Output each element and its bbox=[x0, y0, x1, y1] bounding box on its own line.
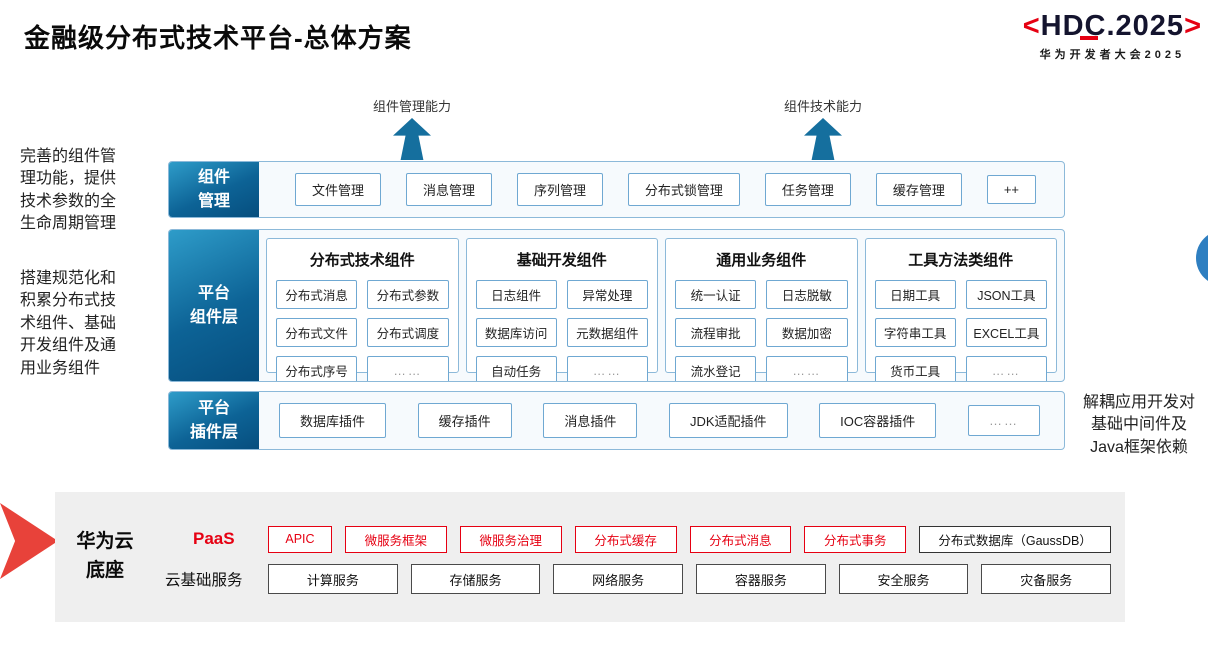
group-basic-dev: 基础开发组件 日志组件 异常处理 数据库访问 元数据组件 自动任务 …… bbox=[465, 238, 658, 381]
layer-component-management: 组件 管理 文件管理 消息管理 序列管理 分布式锁管理 任务管理 缓存管理 ++ bbox=[168, 161, 1065, 218]
plugin-box: 缓存插件 bbox=[417, 403, 512, 438]
layer-content-platform-plugins: 数据库插件 缓存插件 消息插件 JDK适配插件 IOC容器插件 …… bbox=[259, 392, 1064, 449]
group-grid: 统一认证 日志脱敏 流程审批 数据加密 流水登记 …… bbox=[675, 280, 848, 381]
component-box: 任务管理 bbox=[764, 173, 851, 206]
component-cell: 自动任务 bbox=[475, 356, 557, 381]
plugin-box: JDK适配插件 bbox=[668, 403, 788, 438]
logo-text: HDC.2025 bbox=[1040, 10, 1185, 42]
component-cell: 元数据组件 bbox=[566, 318, 648, 347]
component-box: 序列管理 bbox=[516, 173, 603, 206]
component-cell: 日志组件 bbox=[475, 280, 557, 309]
up-arrow-icon bbox=[804, 118, 842, 160]
capability-arrow-management: 组件管理能力 bbox=[338, 96, 486, 160]
component-cell: 分布式调度 bbox=[367, 318, 449, 347]
iaas-box: 存储服务 bbox=[410, 564, 541, 594]
group-distributed-tech: 分布式技术组件 分布式消息 分布式参数 分布式文件 分布式调度 分布式序号 …… bbox=[266, 238, 459, 381]
component-cell: 货币工具 bbox=[874, 356, 956, 381]
component-cell: 流程审批 bbox=[675, 318, 757, 347]
arrow-label-technology: 组件技术能力 bbox=[783, 99, 862, 114]
group-title: 基础开发组件 bbox=[516, 252, 607, 269]
component-cell: JSON工具 bbox=[965, 280, 1047, 309]
paas-box: 微服务框架 bbox=[344, 525, 447, 553]
hdc-logo-title: <HDC.2025> bbox=[1023, 10, 1202, 43]
component-box: 分布式锁管理 bbox=[627, 173, 740, 206]
iaas-box: 灾备服务 bbox=[981, 564, 1112, 594]
group-grid: 分布式消息 分布式参数 分布式文件 分布式调度 分布式序号 …… bbox=[276, 280, 449, 381]
component-cell: 分布式文件 bbox=[276, 318, 358, 347]
paas-box: APIC bbox=[268, 525, 332, 553]
plugin-box: 数据库插件 bbox=[279, 403, 387, 438]
iaas-box: 容器服务 bbox=[696, 564, 826, 594]
plugin-box-more: …… bbox=[967, 405, 1040, 436]
up-arrow-icon bbox=[393, 118, 431, 160]
layer-platform-components: 平台 组件层 分布式技术组件 分布式消息 分布式参数 分布式文件 分布式调度 分… bbox=[168, 229, 1065, 382]
paas-box-gaussdb: 分布式数据库（GaussDB） bbox=[919, 525, 1111, 553]
component-cell: 统一认证 bbox=[675, 280, 757, 309]
annotation-platform-components: 搭建规范化和 积累分布式技 术组件、基础 开发组件及通 用业务组件 bbox=[20, 270, 117, 377]
group-grid: 日期工具 JSON工具 字符串工具 EXCEL工具 货币工具 …… bbox=[874, 280, 1047, 381]
page-title: 金融级分布式技术平台-总体方案 bbox=[24, 23, 412, 53]
layer-platform-plugins: 平台 插件层 数据库插件 缓存插件 消息插件 JDK适配插件 IOC容器插件 …… bbox=[168, 391, 1065, 450]
component-cell: 数据库访问 bbox=[475, 318, 557, 347]
paas-box: 微服务治理 bbox=[459, 525, 562, 553]
annotation-platform-plugins: 解耦应用开发对 基础中间件及 Java框架依赖 bbox=[1082, 394, 1195, 456]
component-cell: 分布式参数 bbox=[367, 280, 449, 309]
component-box: 缓存管理 bbox=[875, 173, 962, 206]
cloud-base-label: 华为云 底座 bbox=[76, 531, 134, 582]
blue-dot-decoration bbox=[1196, 230, 1208, 286]
component-cell: 异常处理 bbox=[566, 280, 648, 309]
component-cell-more: …… bbox=[367, 356, 449, 381]
component-box-more: ++ bbox=[986, 175, 1036, 204]
layer-content-component-management: 文件管理 消息管理 序列管理 分布式锁管理 任务管理 缓存管理 ++ bbox=[259, 162, 1064, 217]
paas-row: PaaS APIC 微服务框架 微服务治理 分布式缓存 分布式消息 分布式事务 … bbox=[163, 525, 1111, 553]
plugin-box: IOC容器插件 bbox=[819, 403, 937, 438]
group-grid: 日志组件 异常处理 数据库访问 元数据组件 自动任务 …… bbox=[475, 280, 648, 381]
component-box: 消息管理 bbox=[405, 173, 492, 206]
paas-boxes: APIC 微服务框架 微服务治理 分布式缓存 分布式消息 分布式事务 分布式数据… bbox=[268, 525, 1111, 553]
layer-label-platform-plugins: 平台 插件层 bbox=[169, 392, 259, 449]
component-cell: 分布式序号 bbox=[276, 356, 358, 381]
cloud-base-section: 华为云 底座 PaaS APIC 微服务框架 微服务治理 分布式缓存 分布式消息… bbox=[55, 492, 1125, 622]
component-cell: 日志脱敏 bbox=[766, 280, 848, 309]
component-cell-more: …… bbox=[766, 356, 848, 381]
group-title: 分布式技术组件 bbox=[309, 252, 415, 269]
group-title: 通用业务组件 bbox=[716, 252, 807, 269]
logo-bracket-left: < bbox=[1022, 10, 1041, 42]
iaas-box: 网络服务 bbox=[553, 564, 684, 594]
layer-label-platform-components: 平台 组件层 bbox=[169, 230, 259, 381]
paas-label: PaaS bbox=[193, 529, 235, 548]
component-cell: 分布式消息 bbox=[276, 280, 358, 309]
iaas-box: 安全服务 bbox=[838, 564, 969, 594]
red-arrow-icon bbox=[0, 503, 58, 579]
iaas-label: 云基础服务 bbox=[165, 572, 243, 589]
component-cell: 字符串工具 bbox=[874, 318, 956, 347]
arrow-label-management: 组件管理能力 bbox=[372, 99, 451, 114]
paas-box: 分布式缓存 bbox=[574, 525, 677, 553]
logo-bracket-right: > bbox=[1184, 10, 1202, 42]
component-cell-more: …… bbox=[566, 356, 648, 381]
group-tool-methods: 工具方法类组件 日期工具 JSON工具 字符串工具 EXCEL工具 货币工具 …… bbox=[864, 238, 1057, 381]
iaas-row: 云基础服务 计算服务 存储服务 网络服务 容器服务 安全服务 灾备服务 bbox=[163, 563, 1112, 595]
group-title: 工具方法类组件 bbox=[908, 252, 1014, 269]
logo-c-underline-mark bbox=[1079, 36, 1098, 40]
component-cell: 日期工具 bbox=[874, 280, 956, 309]
iaas-box: 计算服务 bbox=[268, 564, 398, 594]
paas-box: 分布式事务 bbox=[804, 525, 907, 553]
component-box: 文件管理 bbox=[295, 173, 382, 206]
iaas-boxes: 计算服务 存储服务 网络服务 容器服务 安全服务 灾备服务 bbox=[268, 564, 1112, 594]
paas-box: 分布式消息 bbox=[689, 525, 792, 553]
hdc-logo: <HDC.2025> 华为开发者大会2025 bbox=[1023, 10, 1202, 62]
plugin-box: 消息插件 bbox=[543, 403, 638, 438]
component-cell: 流水登记 bbox=[675, 356, 757, 381]
component-cell: EXCEL工具 bbox=[965, 318, 1047, 347]
capability-arrow-technology: 组件技术能力 bbox=[749, 96, 897, 160]
annotation-component-management: 完善的组件管 理功能，提供 技术参数的全 生命周期管理 bbox=[20, 148, 117, 233]
component-cell: 数据加密 bbox=[766, 318, 848, 347]
hdc-logo-subtitle: 华为开发者大会2025 bbox=[1039, 49, 1186, 61]
group-common-business: 通用业务组件 统一认证 日志脱敏 流程审批 数据加密 流水登记 …… bbox=[665, 238, 858, 381]
component-cell-more: …… bbox=[965, 356, 1047, 381]
layer-label-component-management: 组件 管理 bbox=[169, 162, 259, 217]
layer-content-platform-components: 分布式技术组件 分布式消息 分布式参数 分布式文件 分布式调度 分布式序号 ……… bbox=[259, 230, 1064, 381]
